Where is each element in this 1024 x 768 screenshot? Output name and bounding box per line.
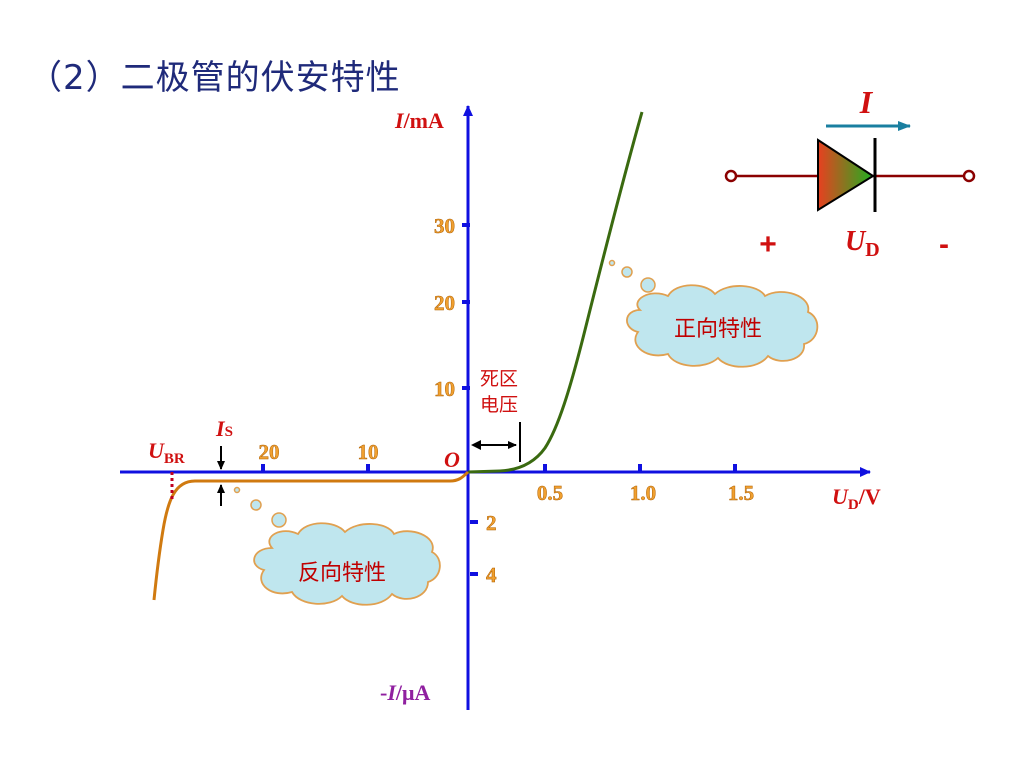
y-neg-var: I <box>386 680 397 705</box>
y-tick-label-neg-4: 4 <box>486 563 497 587</box>
diode-symbol: I + - UD <box>724 84 976 261</box>
y-neg-unit: /μA <box>395 680 431 705</box>
diode-triangle <box>817 138 875 212</box>
x-tick-label-neg-10: 10 <box>358 440 379 464</box>
diode-voltage-sub: D <box>865 239 879 261</box>
y-pos-unit: /mA <box>403 108 444 133</box>
y-tick-label-20: 20 <box>434 291 455 315</box>
y-tick-label-30: 30 <box>434 214 455 238</box>
x-tick-label-0.5: 0.5 <box>537 481 563 505</box>
diode-plus: + <box>759 228 777 261</box>
y-tick-label-neg-2: 2 <box>486 511 497 535</box>
x-axis-label: UD/V <box>832 484 881 513</box>
dead-zone-label-1: 死区 <box>480 368 518 390</box>
y-axis-label-neg: -I/μA <box>380 680 430 705</box>
dead-zone-left-arrowhead <box>471 440 481 450</box>
ubr-sub: BR <box>164 451 185 467</box>
forward-cloud: 正向特性 <box>608 259 819 368</box>
y-tick-label-10: 10 <box>434 377 455 401</box>
reverse-curve <box>152 470 470 601</box>
x-label-sub: D <box>848 497 859 513</box>
forward-cloud-text: 正向特性 <box>674 317 762 342</box>
y-pos-var: I <box>394 108 405 133</box>
ubr-var: U <box>148 438 165 463</box>
diode-voltage-var: U <box>845 226 867 257</box>
diode-minus: - <box>939 228 949 261</box>
diode-current-label: I <box>859 84 874 120</box>
diode-voltage-label: UD <box>845 226 880 261</box>
reverse-cloud-text: 反向特性 <box>298 561 386 586</box>
forward-curve <box>467 111 644 474</box>
reverse-cloud: 反向特性 <box>233 486 441 606</box>
ubr-label: UBR <box>148 438 185 467</box>
origin-label: O <box>444 447 460 472</box>
page-title: （2）二极管的伏安特性 <box>28 58 401 98</box>
y-neg-pre: - <box>380 680 387 705</box>
x-tick-label-neg-20: 20 <box>259 440 280 464</box>
x-tick-label-1.0: 1.0 <box>630 481 656 505</box>
is-sub: S <box>225 424 233 440</box>
diode-terminal-left <box>724 169 738 183</box>
diode-terminal-right <box>962 169 976 183</box>
is-label: IS <box>215 416 233 441</box>
x-tick-label-1.5: 1.5 <box>728 481 754 505</box>
y-axis-label-pos: I/mA <box>394 108 444 133</box>
dead-zone-label-2: 电压 <box>480 394 518 416</box>
x-label-unit: /V <box>858 484 881 509</box>
is-var: I <box>215 416 226 441</box>
x-label-var: U <box>832 484 849 509</box>
